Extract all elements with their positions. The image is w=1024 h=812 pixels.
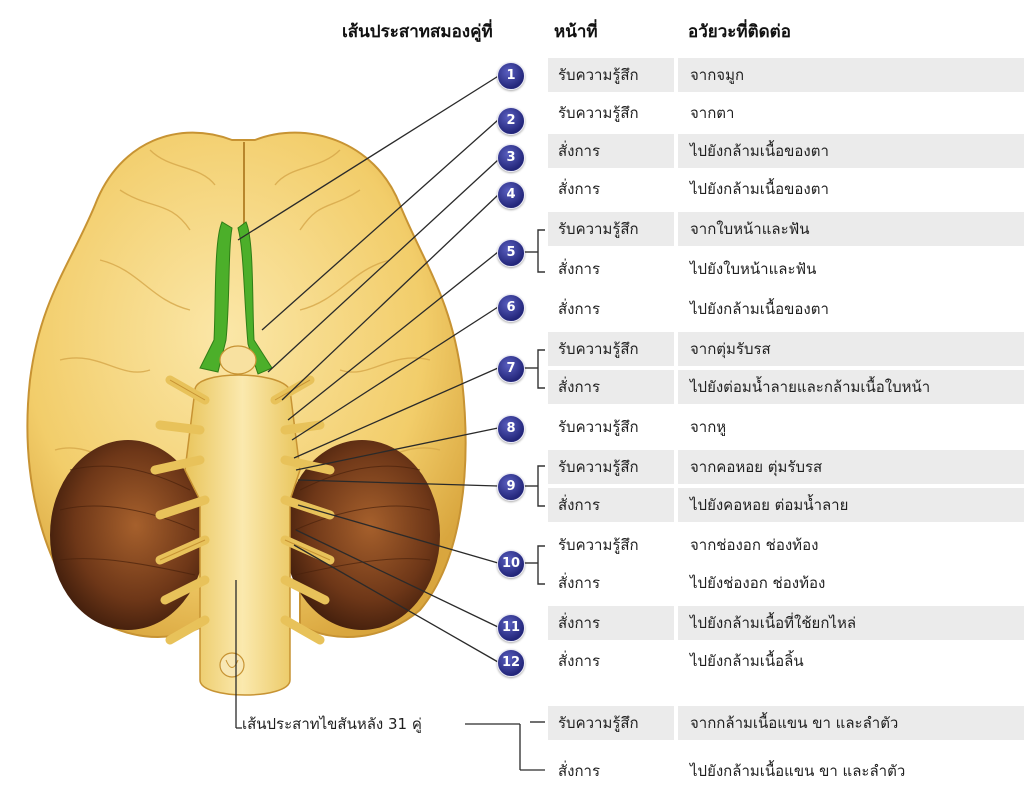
nerve-badge-4: 4 <box>497 181 525 209</box>
function-cell-9b: สั่งการ <box>548 488 674 522</box>
nerve-badge-11: 11 <box>497 614 525 642</box>
function-cell-4: สั่งการ <box>558 180 601 198</box>
function-cell-8: รับความรู้สึก <box>558 418 639 436</box>
organ-cell-5b: ไปยังใบหน้าและฟัน <box>690 260 817 278</box>
function-cell-2: รับความรู้สึก <box>558 104 639 122</box>
organ-cell-7a: จากตุ่มรับรส <box>678 332 1024 366</box>
spinal-function-cell-a: รับความรู้สึก <box>548 706 674 740</box>
brainstem <box>184 374 301 696</box>
spinal-organ-cell-a: จากกล้ามเนื้อแขน ขา และลำตัว <box>678 706 1024 740</box>
header-function: หน้าที่ <box>554 22 598 42</box>
function-cell-1: รับความรู้สึก <box>548 58 674 92</box>
function-cell-6: สั่งการ <box>558 300 601 318</box>
function-cell-5b: สั่งการ <box>558 260 601 278</box>
function-cell-11: สั่งการ <box>548 606 674 640</box>
organ-cell-9b: ไปยังคอหอย ต่อมน้ำลาย <box>678 488 1024 522</box>
function-cell-3: สั่งการ <box>548 134 674 168</box>
organ-cell-4: ไปยังกล้ามเนื้อของตา <box>690 180 829 198</box>
organ-cell-11: ไปยังกล้ามเนื้อที่ใช้ยกไหล่ <box>678 606 1024 640</box>
header-connected-organ: อวัยวะที่ติดต่อ <box>688 22 791 42</box>
organ-cell-3: ไปยังกล้ามเนื้อของตา <box>678 134 1024 168</box>
cerebellum-left <box>50 440 206 630</box>
spinal-nerves-label: เส้นประสาทไขสันหลัง 31 คู่ <box>242 715 422 733</box>
olfactory-nerve <box>199 221 273 375</box>
nerve-badge-10: 10 <box>497 550 525 578</box>
function-cell-7b: สั่งการ <box>548 370 674 404</box>
organ-cell-9a: จากคอหอย ตุ่มรับรส <box>678 450 1024 484</box>
function-cell-10b: สั่งการ <box>558 574 601 592</box>
function-cell-10a: รับความรู้สึก <box>558 536 639 554</box>
organ-cell-6: ไปยังกล้ามเนื้อของตา <box>690 300 829 318</box>
organ-cell-7b: ไปยังต่อมน้ำลายและกล้ามเนื้อใบหน้า <box>678 370 1024 404</box>
nerve-badge-12: 12 <box>497 649 525 677</box>
nerve-badge-1: 1 <box>497 62 525 90</box>
nerve-badge-9: 9 <box>497 473 525 501</box>
function-cell-12: สั่งการ <box>558 652 601 670</box>
nerve-badge-8: 8 <box>497 415 525 443</box>
cerebellum-right <box>284 440 440 630</box>
header-nerve-pair: เส้นประสาทสมองคู่ที่ <box>342 22 493 42</box>
function-cell-9a: รับความรู้สึก <box>548 450 674 484</box>
nerve-badge-6: 6 <box>497 294 525 322</box>
organ-cell-10a: จากช่องอก ช่องท้อง <box>690 536 819 554</box>
spinal-function-cell-b: สั่งการ <box>558 762 601 780</box>
nerve-badge-3: 3 <box>497 144 525 172</box>
organ-cell-1: จากจมูก <box>678 58 1024 92</box>
organ-cell-8: จากหู <box>690 418 727 436</box>
nerve-badge-2: 2 <box>497 107 525 135</box>
organ-cell-10b: ไปยังช่องอก ช่องท้อง <box>690 574 826 592</box>
nerve-badge-5: 5 <box>497 239 525 267</box>
function-cell-5a: รับความรู้สึก <box>548 212 674 246</box>
nerve-badge-7: 7 <box>497 355 525 383</box>
organ-cell-5a: จากใบหน้าและฟัน <box>678 212 1024 246</box>
function-cell-7a: รับความรู้สึก <box>548 332 674 366</box>
organ-cell-12: ไปยังกล้ามเนื้อลิ้น <box>690 652 804 670</box>
spinal-organ-cell-b: ไปยังกล้ามเนื้อแขน ขา และลำตัว <box>690 762 906 780</box>
organ-cell-2: จากตา <box>690 104 735 122</box>
